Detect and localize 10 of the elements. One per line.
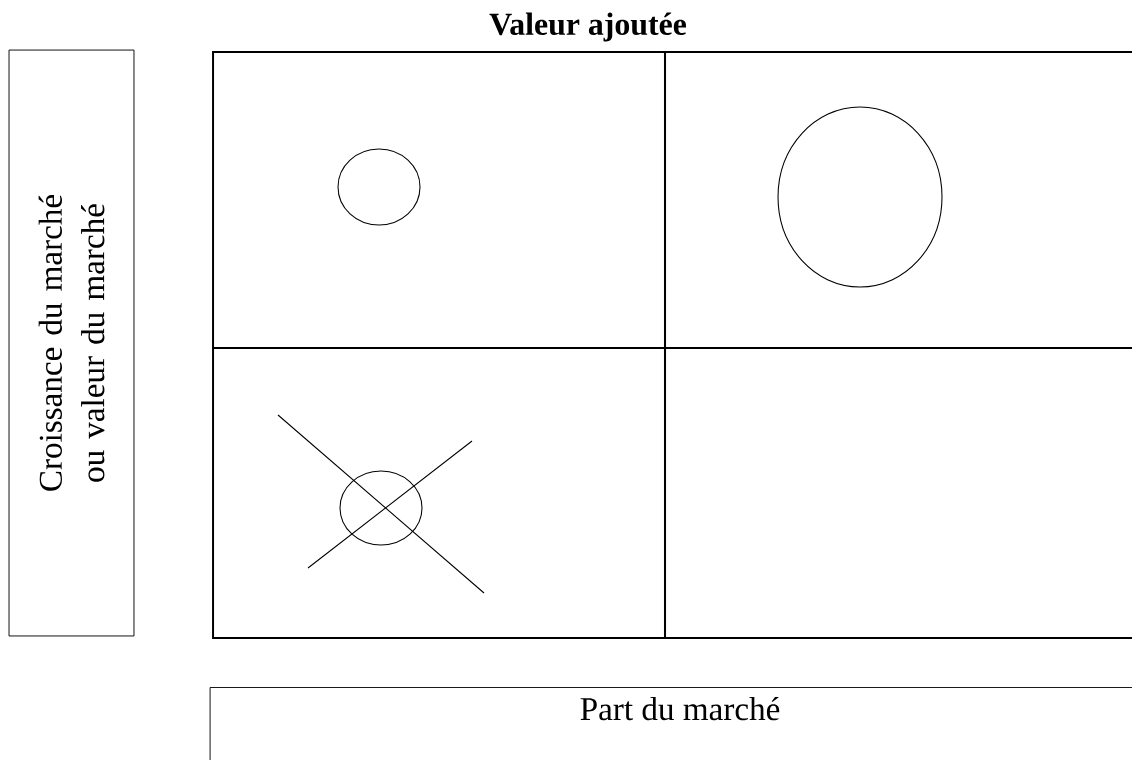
label-box: Part du marché — [209, 687, 1132, 760]
quadrant-box — [212, 347, 666, 639]
circle — [339, 470, 423, 546]
label-box: Croissance du marché ou valeur du marché — [8, 49, 135, 637]
quadrant-box — [664, 347, 1132, 639]
circle — [337, 148, 421, 226]
title: Valeur ajoutée — [489, 12, 686, 42]
quadrant-box — [212, 51, 666, 349]
circle — [777, 106, 943, 288]
quadrant-box — [664, 51, 1132, 349]
